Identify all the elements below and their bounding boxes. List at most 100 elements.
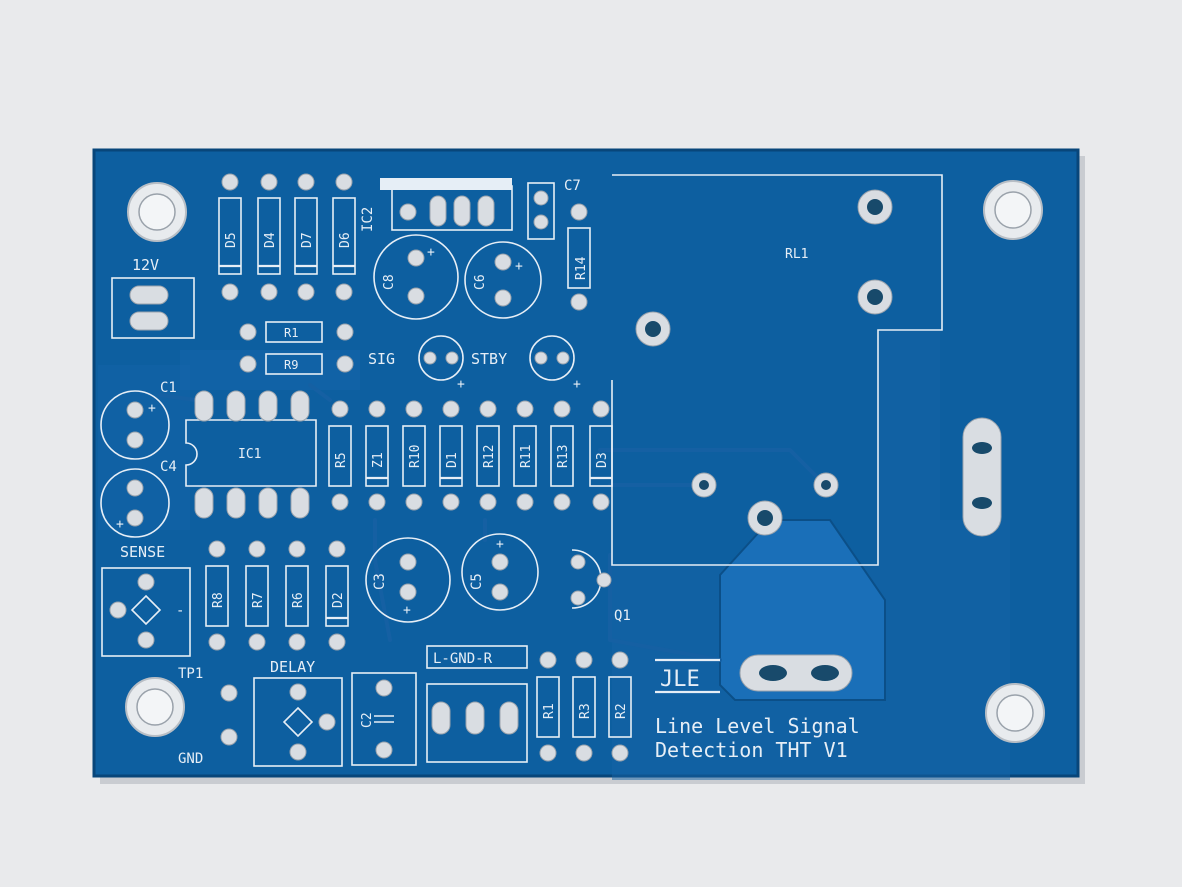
relay-hole-6	[757, 510, 773, 526]
lgndr-pin-r	[499, 701, 519, 735]
middle-comp-1-label: R5	[334, 452, 349, 468]
delay-pad-top	[289, 683, 307, 701]
stby-led-pad-2	[556, 351, 570, 365]
ic2-label: IC2	[360, 207, 376, 232]
middle-comp-8: D3	[589, 400, 613, 511]
middle-comp-2-body	[365, 425, 389, 487]
c1-pad-1	[126, 401, 144, 419]
r9-pad-2	[336, 355, 354, 373]
r14-body	[567, 227, 591, 289]
c6-plus: +	[515, 259, 523, 274]
ic1-pins	[194, 390, 310, 519]
sig-led-plus: +	[457, 377, 465, 392]
sense-label: SENSE	[120, 543, 165, 561]
sig-led-outline	[418, 335, 464, 381]
relay-outline	[611, 174, 943, 566]
middle-comp-7-pad-2	[553, 493, 571, 511]
sense-minus: -	[176, 603, 184, 619]
c8-label: C8	[382, 274, 397, 290]
c3-pad-2	[399, 583, 417, 601]
lower-comp-3-label: R6	[291, 592, 306, 608]
power-connector-outline	[111, 277, 195, 339]
output-pad-pair	[739, 654, 853, 692]
c2-outline	[351, 672, 417, 766]
c7-label: C7	[564, 178, 581, 194]
c4-pad-1	[126, 479, 144, 497]
middle-comp-3-body	[402, 425, 426, 487]
top-diode-1-pad-2	[221, 283, 239, 301]
logo-text: JLE	[660, 667, 700, 692]
top-diode-3-label: D7	[300, 232, 315, 248]
top-diode-4-pad-2	[335, 283, 353, 301]
bottom-res-1-pad-2	[539, 744, 557, 762]
lower-comp-1-pad-1	[208, 540, 226, 558]
c1-plus: +	[148, 401, 156, 416]
right-slot-pad	[962, 417, 1002, 537]
c4-plus: +	[116, 517, 124, 532]
c5-pad-2	[491, 583, 509, 601]
c5-label: C5	[469, 573, 485, 590]
r9-pad-1	[239, 355, 257, 373]
middle-comp-6: R11	[513, 400, 537, 511]
top-diode-2-label: D4	[263, 232, 278, 248]
middle-comp-2-pad-1	[368, 400, 386, 418]
c1-label: C1	[160, 380, 177, 396]
middle-comp-7-body	[550, 425, 574, 487]
r9-body	[265, 353, 323, 375]
c7-outline	[527, 182, 555, 240]
middle-comp-1-body	[328, 425, 352, 487]
middle-comp-6-label: R11	[519, 445, 534, 468]
bottom-res-3-pad-2	[611, 744, 629, 762]
bottom-res-2-pad-1	[575, 651, 593, 669]
board-title-line-1: Line Level Signal	[655, 714, 860, 738]
delay-trimmer-outline	[253, 677, 343, 767]
relay-hole-3	[645, 321, 661, 337]
lower-comp-1: R8	[205, 540, 229, 651]
c4-label: C4	[160, 459, 177, 475]
middle-comp-3-label: R10	[408, 445, 423, 468]
middle-comp-6-pad-2	[516, 493, 534, 511]
top-diode-4: D6	[332, 173, 356, 301]
lower-comp-4-pad-1	[328, 540, 346, 558]
lgndr-pin-l	[431, 701, 451, 735]
bottom-res-2-body	[572, 676, 596, 738]
lower-comp-3-pad-2	[288, 633, 306, 651]
ic1-top-pin-2	[226, 390, 246, 422]
r14-pad-2	[570, 293, 588, 311]
middle-comp-7-pad-1	[553, 400, 571, 418]
middle-comp-5-pad-2	[479, 493, 497, 511]
r9-label: R9	[284, 358, 298, 372]
relay-label: RL1	[785, 247, 808, 262]
sense-pad-top	[137, 573, 155, 591]
top-diode-4-body	[332, 197, 356, 275]
trace-6	[308, 383, 332, 402]
delay-pad-right	[318, 713, 336, 731]
middle-comp-3: R10	[402, 400, 426, 511]
ic2-pin-4	[477, 195, 495, 227]
power-pad-2	[129, 311, 169, 331]
sig-led-pad-1	[423, 351, 437, 365]
top-diode-1-pad-1	[221, 173, 239, 191]
lower-comp-2-pad-2	[248, 633, 266, 651]
top-diode-3: D7	[294, 173, 318, 301]
mounting-hole-tl	[127, 182, 187, 242]
c8-plus: +	[427, 245, 435, 260]
middle-comp-3-pad-2	[405, 493, 423, 511]
lower-comp-1-body	[205, 565, 229, 627]
trace-1	[598, 448, 827, 487]
lower-comp-2-pad-1	[248, 540, 266, 558]
tp1-pad	[220, 684, 238, 702]
middle-comp-5-label: R12	[482, 445, 497, 468]
power-pad-1	[129, 285, 169, 305]
middle-comp-1: R5	[328, 400, 352, 511]
middle-comp-1-pad-1	[331, 400, 349, 418]
ic1-bottom-pin-1	[194, 487, 214, 519]
bottom-res-3-body	[608, 676, 632, 738]
middle-comp-4: D1	[439, 400, 463, 511]
q1-pad-2	[596, 572, 612, 588]
bottom-res-3-label: R2	[614, 703, 629, 719]
